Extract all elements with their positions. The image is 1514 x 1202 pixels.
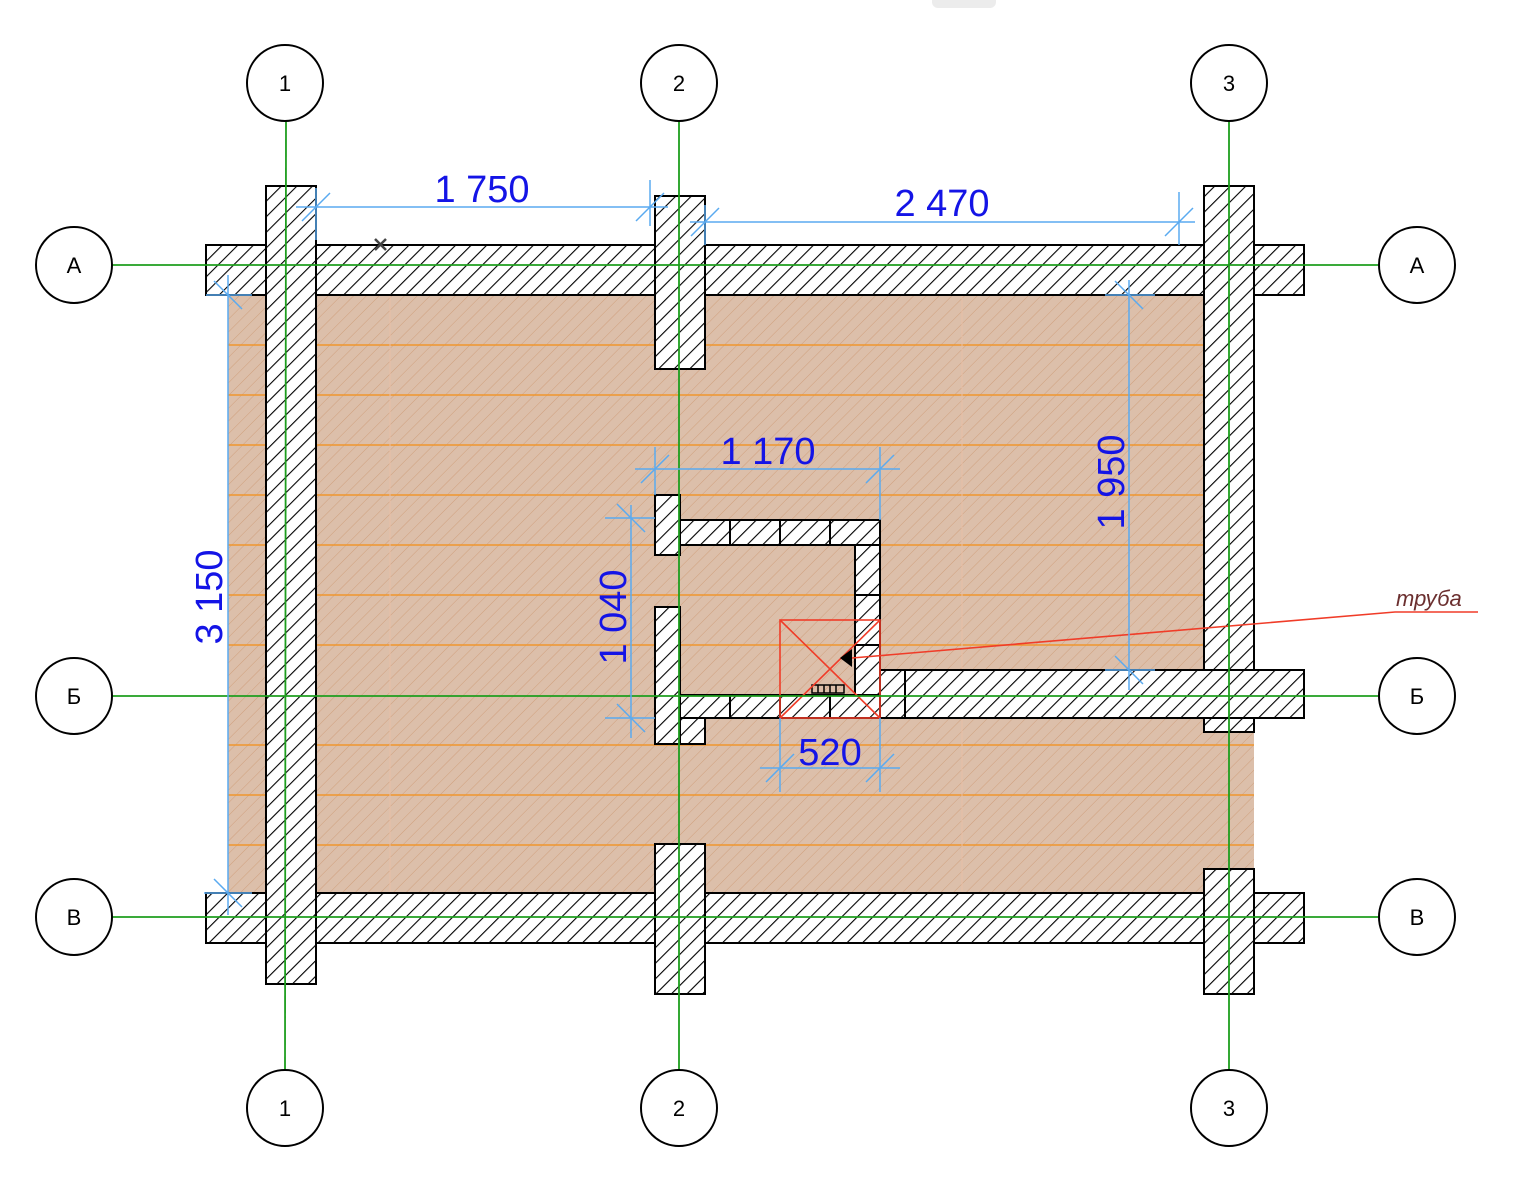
wall-B-right — [879, 669, 1305, 719]
floor-fill-main — [228, 295, 1204, 893]
axis-bubble-1-top: 1 — [246, 44, 324, 122]
dim-top-left: 1 750 — [434, 169, 529, 211]
chimney-symbol — [779, 619, 881, 719]
dim-left-vertical: 3 150 — [189, 549, 231, 644]
wall-stub-2-mid-bottom — [654, 606, 681, 745]
axis-bubble-V-left: В — [35, 878, 113, 956]
wall-stub-2-mid-bottom-ext — [679, 717, 706, 745]
dim-inner-left: 1 040 — [593, 569, 635, 664]
svg-text:А: А — [1410, 253, 1425, 278]
floor-board-lines — [228, 344, 1254, 846]
wall-stub-2-bottom — [654, 843, 706, 995]
svg-text:3: 3 — [1223, 71, 1235, 96]
axis-bubbles-columns: 1 2 3 1 2 3 — [246, 44, 1268, 1147]
axis-bubble-B-left: Б — [35, 657, 113, 735]
axis-grid-lines — [112, 119, 1378, 1071]
svg-text:Б: Б — [1410, 684, 1424, 709]
axis-line-1 — [284, 119, 287, 1071]
dim-top-right: 2 470 — [894, 183, 989, 225]
wall-stub-2-mid-top — [654, 494, 681, 556]
axis-bubble-A-right: А — [1378, 226, 1456, 304]
top-scroll-handle[interactable] — [932, 0, 996, 8]
svg-text:1: 1 — [279, 71, 291, 96]
axis-bubble-3-top: 3 — [1190, 44, 1268, 122]
floor-area — [228, 295, 1254, 893]
axis-bubble-V-right: В — [1378, 878, 1456, 956]
axis-bubble-2-top: 2 — [640, 44, 718, 122]
svg-text:3: 3 — [1223, 1096, 1235, 1121]
dimension-lines — [204, 180, 1195, 915]
svg-text:В: В — [1410, 905, 1425, 930]
cursor-cross-icon — [374, 238, 387, 251]
walls — [205, 185, 1305, 995]
svg-text:Б: Б — [67, 684, 81, 709]
svg-text:2: 2 — [673, 1096, 685, 1121]
axis-bubble-B-right: Б — [1378, 657, 1456, 735]
svg-text:А: А — [67, 253, 82, 278]
axis-bubbles-rows: А Б В А Б В — [35, 226, 1456, 956]
dim-inner-bottom: 520 — [798, 732, 861, 774]
svg-text:2: 2 — [673, 71, 685, 96]
axis-bubble-2-bottom: 2 — [640, 1069, 718, 1147]
svg-text:1: 1 — [279, 1096, 291, 1121]
chimney-label: труба — [1396, 586, 1462, 611]
stove-grate — [811, 684, 845, 694]
chimney-leader-arrow — [840, 649, 852, 667]
axis-bubble-A-left: А — [35, 226, 113, 304]
chimney-leader-line — [851, 611, 1478, 659]
wall-top-A — [205, 244, 1305, 296]
svg-text:В: В — [67, 905, 82, 930]
dimension-texts: 1 750 2 470 1 170 520 3 150 1 950 1 040 — [189, 169, 1133, 774]
stove-masonry — [679, 519, 906, 719]
dim-inner-top: 1 170 — [720, 431, 815, 473]
floor-faint-joists — [389, 295, 963, 893]
axis-bubble-1-bottom: 1 — [246, 1069, 324, 1147]
axis-bubble-3-bottom: 3 — [1190, 1069, 1268, 1147]
wall-bottom-V — [205, 892, 1305, 944]
wall-stub-2-top — [654, 195, 706, 370]
dim-right-vertical: 1 950 — [1091, 434, 1133, 529]
wall-left-1 — [265, 185, 317, 985]
